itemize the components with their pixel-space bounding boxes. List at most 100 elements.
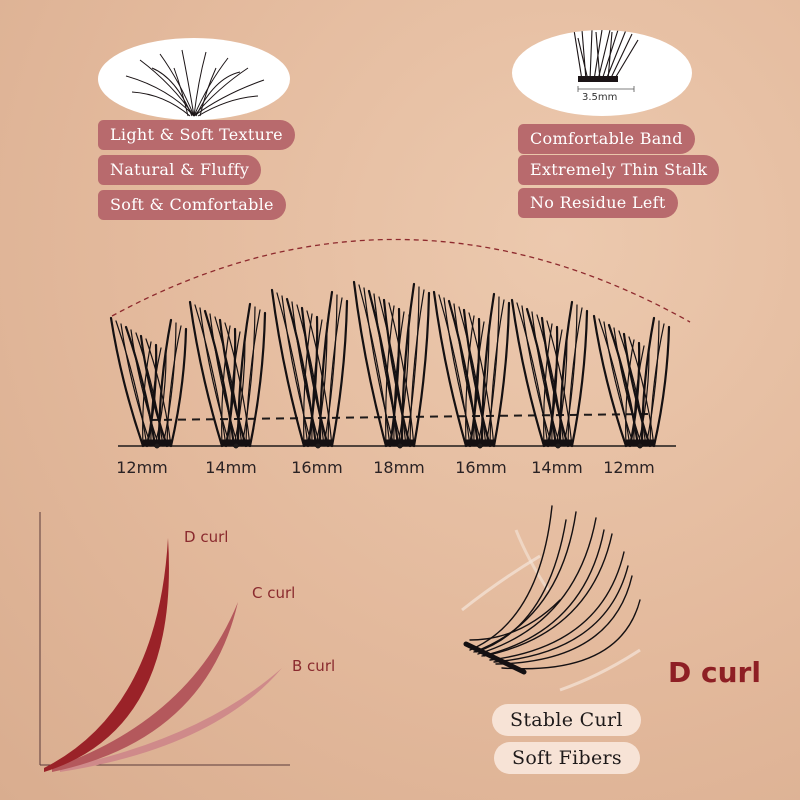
lash-fiber (563, 304, 578, 447)
lash-fiber (221, 325, 231, 447)
lash-fiber (157, 318, 173, 448)
length-label-7: 12mm (603, 458, 655, 477)
lash-fiber (199, 307, 231, 447)
lash-fiber (281, 295, 313, 447)
length-tick (154, 443, 160, 449)
feature-pill-right-1: Comfortable Band (518, 124, 695, 154)
length-label-4: 18mm (373, 458, 425, 477)
lash-fiber (393, 311, 405, 447)
lash-fiber (546, 325, 559, 448)
lash-fiber (598, 318, 631, 447)
lash-fiber (405, 286, 420, 447)
lash-fiber (625, 339, 635, 447)
lash-fiber (285, 297, 318, 448)
lash-fiber (115, 320, 148, 447)
lash-fiber (363, 287, 395, 447)
lash-band-icon (573, 30, 639, 92)
lash-fiber (443, 297, 475, 447)
lash-fiber (367, 289, 400, 448)
lash-fiber (291, 301, 321, 447)
lash-fiber (388, 307, 401, 448)
lash-fiber (203, 309, 236, 448)
feature-pill-left-2: Natural & Fluffy (98, 155, 262, 185)
lash-fiber (296, 304, 325, 447)
lash-fiber (536, 314, 565, 447)
lash-fiber (438, 294, 471, 447)
lash-fiber (318, 290, 334, 448)
lash-fiber (640, 316, 656, 448)
lash-fiber (229, 331, 241, 447)
lash-fiber (465, 315, 475, 447)
lash-fiber (166, 325, 182, 447)
length-label-1: 12mm (116, 458, 168, 477)
b-curl-label: B curl (292, 657, 336, 675)
feature-pill-right-3: No Residue Left (518, 188, 678, 218)
c-curl-label: C curl (252, 584, 296, 602)
length-tick (315, 443, 321, 449)
lash-fiber (492, 301, 511, 448)
lash-fiber (169, 327, 188, 448)
lash-fiber (218, 318, 248, 448)
length-tick (637, 443, 643, 449)
lash-fiber (622, 332, 652, 448)
lash-fiber (276, 292, 309, 447)
lash-fiber (194, 304, 227, 447)
length-tick (233, 443, 239, 449)
lash-fiber (570, 309, 589, 448)
lash-fiber (649, 323, 665, 447)
lash-fiber (473, 321, 485, 447)
lash-fiber (603, 321, 635, 447)
lash-fiber (241, 306, 256, 447)
lash-fiber (224, 327, 237, 448)
lash-fiber (480, 292, 496, 448)
band-width-label: 3.5mm (582, 92, 618, 103)
lash-fiber (453, 303, 483, 447)
lash-fiber (300, 306, 330, 448)
lash-fiber (303, 313, 313, 447)
lash-fiber (378, 296, 407, 447)
lash-fiber (432, 290, 468, 448)
lash-fiber (150, 347, 162, 447)
lash-fiber (124, 325, 157, 448)
length-label-5: 16mm (455, 458, 507, 477)
lash-fiber (458, 306, 487, 447)
lash-fiber (510, 298, 546, 448)
lash-fiber (209, 313, 239, 447)
lash-fiber (567, 307, 583, 447)
lash-fiber (540, 316, 570, 448)
lash-fiber (145, 343, 158, 448)
lash-fiber (236, 302, 252, 448)
lash-fiber (521, 305, 553, 447)
band-lash-image: 3.5mm (512, 30, 692, 116)
lash-fiber (188, 300, 224, 448)
lash-fiber (352, 280, 388, 448)
lash-fiber (525, 307, 558, 448)
feature-pill-stable-curl: Stable Curl (492, 704, 641, 736)
d-curl-label: D curl (184, 528, 229, 546)
length-tick (477, 443, 483, 449)
length-label-3: 16mm (291, 458, 343, 477)
lash-fiber (645, 320, 660, 447)
lash-fiber (323, 294, 338, 447)
lash-fiber (613, 327, 643, 447)
length-tick (555, 443, 561, 449)
lash-fiber (607, 323, 640, 448)
lash-fiber (385, 305, 395, 447)
lash-fiber (447, 299, 480, 448)
lash-fiber (618, 330, 647, 447)
lash-fiber (412, 291, 431, 448)
lash-fiber (135, 332, 164, 447)
lash-fiber (142, 341, 152, 447)
lash-fiber (489, 299, 505, 447)
lash-fiber (637, 348, 650, 447)
lash-fiber (130, 329, 160, 447)
lash-fiber (327, 297, 343, 447)
lash-fiber (468, 317, 481, 448)
lash-fiber (516, 302, 549, 447)
lash-fiber (154, 350, 167, 447)
lash-fiber (139, 334, 169, 448)
lash-fiber (543, 323, 553, 447)
